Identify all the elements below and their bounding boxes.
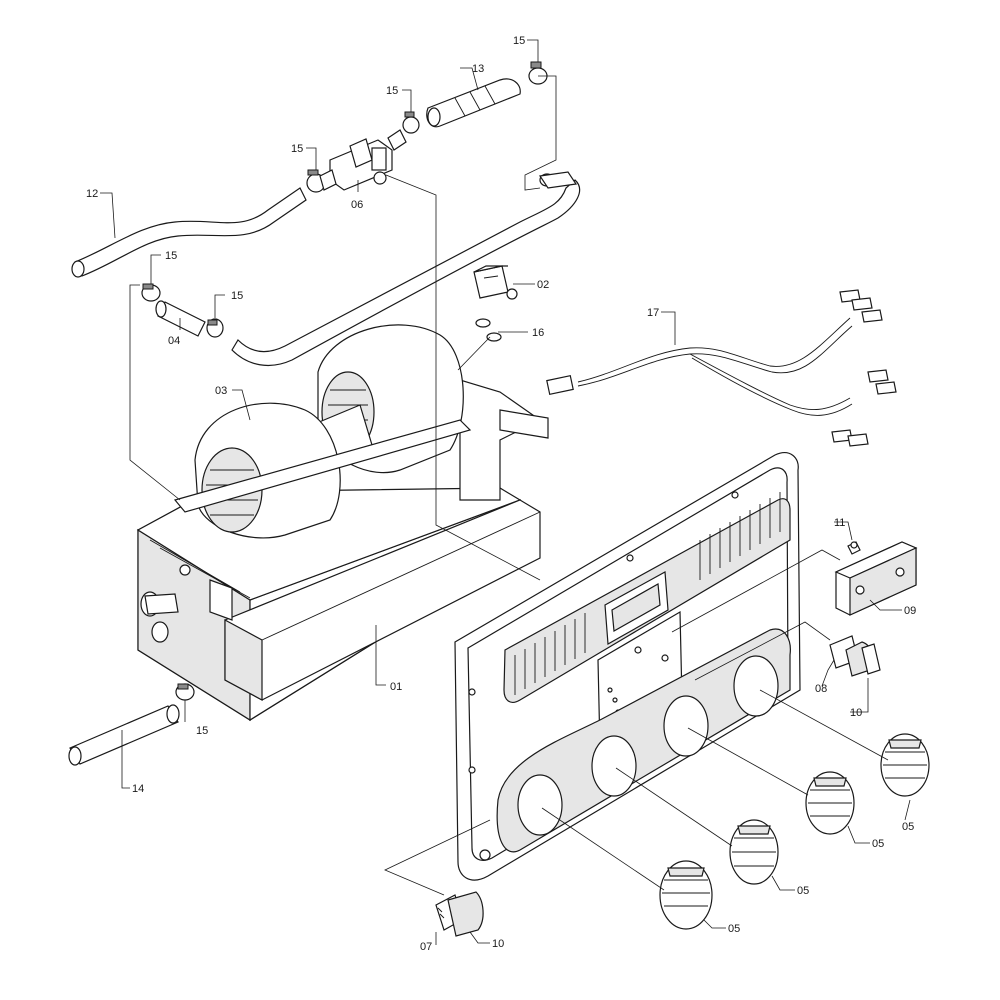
callout-10-right: 10	[850, 707, 862, 719]
blower-03	[173, 324, 472, 539]
hose-clamps-15	[141, 61, 548, 701]
hose-14	[68, 704, 180, 766]
switch-module-09	[834, 541, 918, 616]
clamp-top-right	[528, 61, 548, 85]
callout-15-left-right: 15	[231, 290, 243, 302]
callout-16: 16	[532, 327, 544, 339]
callout-05-c: 05	[872, 838, 884, 850]
clamp-bottom	[175, 683, 195, 701]
callout-13: 13	[472, 63, 484, 75]
callout-15-bottom: 15	[196, 725, 208, 737]
callout-15-mid-top: 15	[386, 85, 398, 97]
expansion-valve-02	[473, 265, 518, 300]
rocker-switch-07	[435, 891, 484, 937]
hose-04	[155, 300, 206, 337]
callout-05-d: 05	[902, 821, 914, 833]
callout-05-a: 05	[728, 923, 740, 935]
callout-09: 09	[904, 605, 916, 617]
callout-labels: 01 02 03 04 05 05 05 05 06 07 08 09 10 1…	[86, 35, 916, 953]
callout-15-left-upper: 15	[165, 250, 177, 262]
bulb-11	[847, 541, 861, 555]
rotary-switch-08	[829, 635, 881, 677]
clamp-left-right	[206, 318, 224, 338]
callout-05-b: 05	[797, 885, 809, 897]
callout-14: 14	[132, 783, 144, 795]
callout-10-bottom: 10	[492, 938, 504, 950]
callout-17: 17	[647, 307, 659, 319]
callout-15-valve-left: 15	[291, 143, 303, 155]
callout-12: 12	[86, 188, 98, 200]
wiring-harness-17	[546, 289, 897, 447]
callout-06: 06	[351, 199, 363, 211]
callout-07: 07	[420, 941, 432, 953]
knob-05-b	[729, 819, 779, 885]
hose-12	[71, 187, 307, 278]
callout-03: 03	[215, 385, 227, 397]
callout-01: 01	[390, 681, 402, 693]
hose-13	[426, 78, 521, 128]
callout-02: 02	[537, 279, 549, 291]
valve-06	[319, 129, 407, 191]
callout-08: 08	[815, 683, 827, 695]
control-panel-faceplate	[454, 452, 801, 881]
callout-04: 04	[168, 335, 180, 347]
knob-05-a	[659, 860, 713, 930]
knob-05-c	[805, 771, 855, 835]
callout-15-top-right: 15	[513, 35, 525, 47]
heater-housing-01	[136, 379, 549, 722]
coolant-pipe	[231, 171, 581, 367]
leader-lines	[100, 39, 911, 945]
louver-slots	[514, 492, 781, 695]
callout-11: 11	[834, 517, 845, 529]
o-rings-16	[475, 318, 502, 342]
knob-05-d	[880, 733, 930, 797]
clamp-left-upper	[141, 283, 161, 302]
clamp-mid-top	[402, 111, 420, 134]
